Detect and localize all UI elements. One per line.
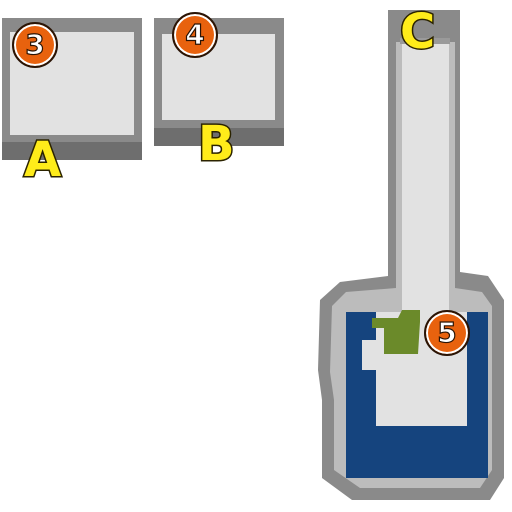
room-c-marker: 5 — [424, 310, 470, 356]
corridor-floor — [402, 42, 449, 314]
room-a-label: A — [22, 132, 62, 188]
room-b-marker-number: 4 — [185, 18, 206, 51]
room-b-ledge — [154, 128, 284, 146]
corridor-top-inner — [400, 38, 450, 44]
room-a-marker: 3 — [12, 22, 58, 68]
room-c-marker-number: 5 — [437, 316, 458, 349]
room-a-ledge — [2, 142, 142, 160]
room-b-label: B — [197, 116, 237, 172]
corridor-top-shadow — [388, 10, 460, 42]
room-a-marker-number: 3 — [25, 28, 46, 61]
room-b-marker: 4 — [172, 12, 218, 58]
room-c-label: C — [398, 4, 436, 60]
stairs-icon — [372, 310, 420, 354]
